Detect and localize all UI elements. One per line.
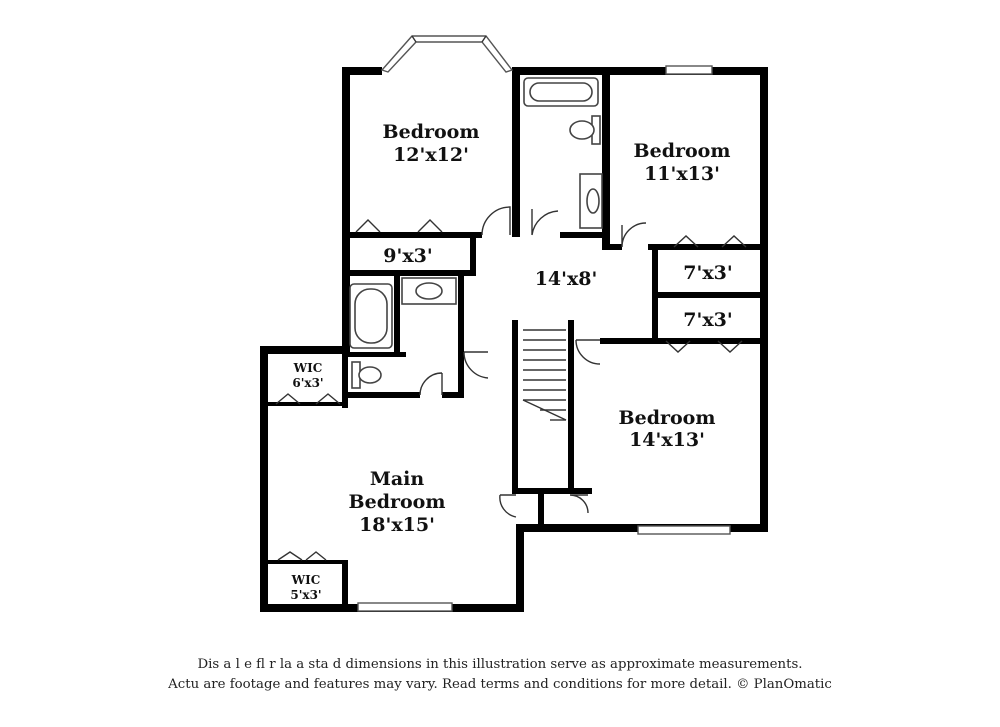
wic-upper-size: 6'x3' xyxy=(292,376,323,390)
disclaimer-line-1: Dis a l e fl r la a sta d dimensions in … xyxy=(197,657,803,672)
bedroom-se-name: Bedroom xyxy=(619,407,716,429)
closet-ne-size: 7'x3' xyxy=(683,262,732,284)
bay-window xyxy=(380,35,514,73)
interior-walls xyxy=(268,67,768,608)
wic-upper-name: WIC xyxy=(293,361,323,375)
bedroom-ne-size: 11'x13' xyxy=(644,163,720,185)
main-bedroom-size: 18'x15' xyxy=(359,514,435,536)
hall-size: 14'x8' xyxy=(535,268,598,290)
closet-e-size: 7'x3' xyxy=(683,309,732,331)
wic-lower-size: 5'x3' xyxy=(290,588,321,602)
main-bedroom-name-2: Bedroom xyxy=(349,491,446,513)
doors xyxy=(275,206,747,561)
wic-lower-name: WIC xyxy=(291,573,321,587)
closet-nw-size: 9'x3' xyxy=(383,245,432,267)
fixtures xyxy=(349,77,603,389)
main-bedroom-name-1: Main xyxy=(370,468,425,490)
bedroom-nw-name: Bedroom xyxy=(383,121,480,143)
bedroom-ne-name: Bedroom xyxy=(634,140,731,162)
windows xyxy=(357,65,731,612)
room-labels: Bedroom 12'x12' Bedroom 11'x13' 9'x3' 14… xyxy=(290,121,732,602)
bedroom-nw-size: 12'x12' xyxy=(393,144,469,166)
disclaimer-line-2: Actu are footage and features may vary. … xyxy=(168,677,832,692)
bedroom-se-size: 14'x13' xyxy=(629,429,705,451)
staircase xyxy=(522,329,567,421)
